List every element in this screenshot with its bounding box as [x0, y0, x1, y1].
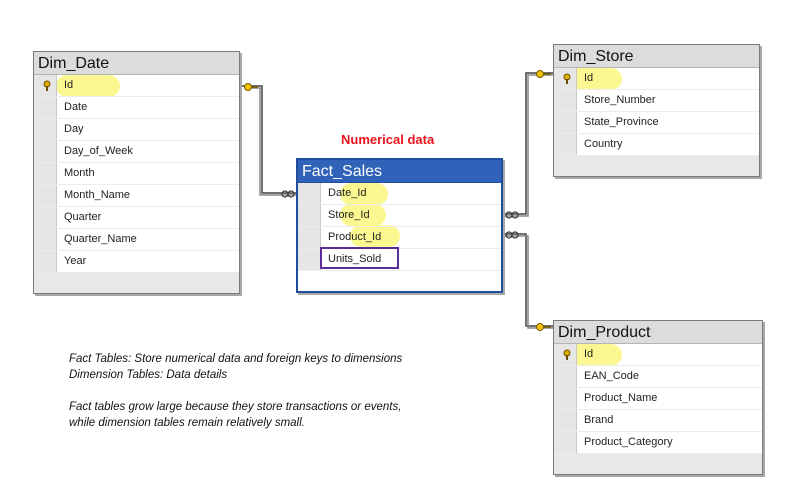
key-icon [563, 349, 571, 360]
column-list: Id Store_Number State_Province Country [554, 68, 759, 156]
table-title: Dim_Date [34, 52, 239, 75]
column-row[interactable]: Day_of_Week [34, 141, 239, 163]
column-name: Product_Name [584, 392, 658, 404]
column-name: Id [584, 348, 594, 360]
column-name: Country [584, 138, 623, 150]
column-list: Date_Id Store_Id Product_Id Units_Sold [298, 183, 501, 271]
key-end-icon [244, 83, 258, 91]
column-name: Id [64, 79, 74, 91]
infinity-end-icon [505, 211, 519, 219]
column-list: Id EAN_Code Product_Name Brand Product_C… [554, 344, 762, 454]
column-row[interactable]: Product_Category [554, 432, 762, 454]
column-name: Product_Id [328, 231, 382, 243]
column-row[interactable]: Year [34, 251, 239, 273]
column-name: Year [64, 255, 87, 267]
note-line: Fact Tables: Store numerical data and fo… [69, 353, 403, 365]
column-name: Quarter_Name [64, 233, 137, 245]
infinity-end-icon [281, 190, 295, 198]
infinity-end-icon [505, 231, 519, 239]
key-end-icon [536, 323, 551, 331]
column-row[interactable]: Id [34, 75, 239, 97]
column-row[interactable]: Store_Number [554, 90, 759, 112]
column-name: Month [64, 167, 95, 179]
column-row[interactable]: Country [554, 134, 759, 156]
column-name: Day_of_Week [64, 145, 133, 157]
highlight-mark [350, 225, 400, 247]
relationship-product-line [500, 233, 553, 329]
column-name: Id [584, 72, 594, 84]
table-title: Dim_Product [554, 321, 762, 344]
fact-sales-table[interactable]: Fact_Sales Date_Id Store_Id Product_Id U… [296, 158, 503, 293]
column-row[interactable]: Quarter [34, 207, 239, 229]
column-name: Date [64, 101, 88, 113]
dim-date-table[interactable]: Dim_Date Id Date Day Day_of_Week Month M… [33, 51, 240, 294]
column-name: Units_Sold [328, 253, 382, 265]
column-name: Product_Category [584, 436, 673, 448]
key-icon [43, 80, 51, 91]
measure-highlight-box [320, 247, 399, 269]
column-name: Day [64, 123, 84, 135]
column-row[interactable]: Month [34, 163, 239, 185]
column-name: Quarter [64, 211, 102, 223]
highlight-mark [56, 75, 120, 97]
highlight-mark [340, 204, 386, 226]
column-name: EAN_Code [584, 370, 640, 382]
highlight-mark [340, 183, 388, 205]
column-row[interactable]: Id [554, 68, 759, 90]
key-end-icon [536, 70, 551, 78]
column-row[interactable]: EAN_Code [554, 366, 762, 388]
numerical-data-label: Numerical data [341, 132, 435, 147]
column-row[interactable]: Day [34, 119, 239, 141]
relationship-store-line [500, 72, 553, 217]
column-row[interactable]: Date_Id [298, 183, 501, 205]
column-name: Brand [584, 414, 614, 426]
column-row[interactable]: Store_Id [298, 205, 501, 227]
table-title: Dim_Store [554, 45, 759, 68]
column-name: Date_Id [328, 187, 367, 199]
column-name: State_Province [584, 116, 659, 128]
column-row[interactable]: Id [554, 344, 762, 366]
column-row[interactable]: Product_Id [298, 227, 501, 249]
table-title: Fact_Sales [298, 160, 501, 183]
column-name: Month_Name [64, 189, 131, 201]
notes-block: Fact Tables: Store numerical data and fo… [69, 351, 402, 431]
relationship-date-line [242, 85, 296, 196]
dim-product-table[interactable]: Dim_Product Id EAN_Code Product_Name Bra… [553, 320, 763, 475]
column-name: Store_Id [328, 209, 370, 221]
column-list: Id Date Day Day_of_Week Month Month_Name… [34, 75, 239, 273]
column-row[interactable]: Date [34, 97, 239, 119]
dim-store-table[interactable]: Dim_Store Id Store_Number State_Province… [553, 44, 760, 177]
note-line: Fact tables grow large because they stor… [69, 401, 402, 413]
column-name: Store_Number [584, 94, 656, 106]
key-icon [563, 73, 571, 84]
column-row[interactable]: Brand [554, 410, 762, 432]
column-row[interactable]: Product_Name [554, 388, 762, 410]
column-row[interactable]: Month_Name [34, 185, 239, 207]
note-line: while dimension tables remain relatively… [69, 417, 305, 429]
column-row[interactable]: State_Province [554, 112, 759, 134]
column-row[interactable]: Quarter_Name [34, 229, 239, 251]
note-line: Dimension Tables: Data details [69, 369, 228, 381]
